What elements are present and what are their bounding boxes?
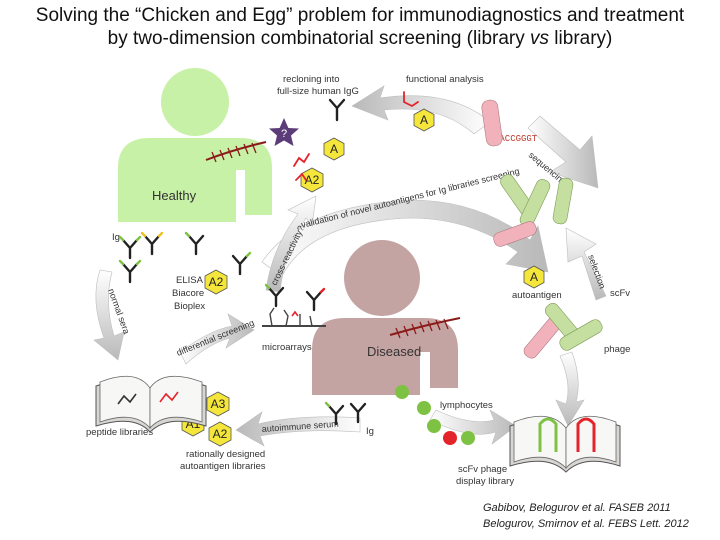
arrow-normal-sera: [93, 269, 125, 361]
autoantigen-label: autoantigen: [512, 290, 562, 301]
healthy-label: Healthy: [152, 188, 197, 203]
differential-screening-text: differential screening: [175, 318, 256, 358]
ig-bottom-label: Ig: [366, 426, 374, 437]
diseased-vein-ticks: [395, 318, 449, 339]
display-library-label-2: display library: [456, 476, 514, 487]
antibody-icon: [349, 402, 367, 424]
arrow-selection-up: [565, 227, 607, 301]
hexagon-a2-top: A2: [300, 167, 324, 193]
lymphocyte-dot: [417, 401, 431, 415]
healthy-figure: Healthy: [118, 68, 272, 222]
hexagon-a2-elisa: A2: [204, 269, 228, 295]
scfv-label: scFv: [610, 288, 630, 299]
hexagon-a-right-label: A: [530, 270, 538, 284]
healthy-vein-ticks: [211, 142, 257, 163]
recloning-label-1: recloning into: [283, 74, 340, 85]
hexagon-a3-label: A3: [211, 397, 226, 411]
display-library-label-1: scFv phage: [458, 464, 507, 475]
lymphocyte-dot: [395, 385, 409, 399]
diseased-figure: Diseased: [312, 240, 461, 395]
recloning-label-2: full-size human IgG: [277, 86, 359, 97]
cycle-arrows: [93, 85, 607, 447]
antibody-icon: [140, 231, 164, 256]
diseased-head: [344, 240, 420, 316]
phage-label: phage: [604, 344, 630, 355]
lymphocyte-dots: [395, 385, 475, 445]
sequence-label: AACCGGGT: [494, 134, 538, 144]
phage-cylinders-top: [481, 99, 574, 247]
healthy-vein: [205, 141, 267, 161]
diseased-label: Diseased: [367, 344, 421, 359]
hexagon-a2-top-label: A2: [305, 173, 320, 187]
arrow-cross-reactivity: [265, 195, 317, 293]
biacore-label: Biacore: [172, 288, 204, 299]
antibody-icon: [264, 283, 285, 308]
title-line-2-italic: vs: [530, 28, 550, 49]
pink-cylinder: [493, 221, 537, 247]
lymphocyte-dot: [461, 431, 475, 445]
display-library-book-icon: [509, 415, 621, 473]
antibody-icon: [305, 287, 326, 312]
healthy-head: [161, 68, 229, 136]
antibody-icon: [118, 259, 142, 284]
hexagon-a2-elisa-label: A2: [209, 275, 224, 289]
lymphocyte-dot: [427, 419, 441, 433]
title-line-2-suffix: library): [549, 28, 613, 49]
hexagon-a2-bottom: A2: [208, 421, 232, 447]
citation-2: Belogurov, Smirnov et al. FEBS Lett. 201…: [483, 518, 689, 530]
green-cylinder: [552, 177, 574, 225]
hexagon-a2-bottom-label: A2: [213, 427, 228, 441]
antibody-icon: [184, 231, 205, 256]
citation-1: Gabibov, Belogurov et al. FASEB 2011: [483, 502, 671, 514]
antibody-glyphs: [118, 91, 419, 426]
hexagon-a3: A3: [206, 391, 230, 417]
elisa-label: ELISA: [176, 275, 204, 286]
peptide-library-book-icon: [95, 375, 207, 433]
diseased-vein: [389, 317, 461, 336]
functional-analysis-label: functional analysis: [406, 74, 484, 85]
arrow-validation: [261, 199, 549, 277]
title-line-2: by two-dimension combinatorial screening…: [0, 27, 720, 50]
pink-cylinder: [481, 99, 503, 147]
rational-libraries-label-1: rationally designed: [186, 449, 265, 460]
antibody-icon: [231, 251, 252, 276]
arrow-to-functional: [351, 85, 491, 135]
healthy-body: [118, 138, 272, 222]
arrow-differential: [179, 313, 255, 365]
peptide-libraries-label: peptide libraries: [86, 427, 153, 438]
hexagon-mid-a-label: A: [330, 142, 338, 156]
question-star-label: ?: [281, 128, 287, 140]
red-peptide-icon: [293, 153, 310, 181]
lymphocyte-dot: [443, 431, 457, 445]
hexagon-a-right: A: [523, 265, 545, 289]
green-cylinder: [559, 319, 603, 351]
hexagon-top-a-label: A: [420, 113, 428, 127]
arrow-autoimmune: [235, 411, 361, 447]
arrow-sequencing-down: [527, 115, 599, 189]
slide-title: Solving the “Chicken and Egg” problem fo…: [0, 4, 720, 50]
red-peptide-icon: [403, 91, 419, 108]
bioplex-label: Bioplex: [174, 301, 205, 312]
rational-libraries-label-2: autoantigen libraries: [180, 461, 266, 472]
antibody-icon: [328, 98, 346, 122]
hexagon-mid-a: A: [323, 137, 345, 161]
title-line-1: Solving the “Chicken and Egg” problem fo…: [35, 5, 685, 26]
diseased-body: [312, 318, 458, 395]
lymphocytes-label: lymphocytes: [440, 400, 493, 411]
phage-cylinders-bottom: [523, 303, 603, 359]
microarray-icon: [262, 307, 326, 327]
hexagon-top-a: A: [413, 108, 435, 132]
arrow-phage-to-library: [555, 351, 585, 427]
ig-left-label: Ig: [112, 232, 120, 243]
question-star: ?: [269, 118, 299, 146]
microarrays-label: microarrays: [262, 342, 312, 353]
antibody-icon: [324, 401, 345, 426]
title-line-2-prefix: by two-dimension combinatorial screening…: [107, 28, 531, 49]
antibody-icon: [118, 235, 142, 260]
